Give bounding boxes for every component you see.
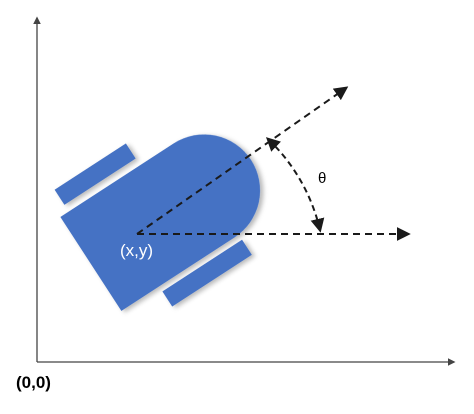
heading-arrow xyxy=(136,86,349,235)
right-wheel xyxy=(162,239,252,307)
origin-label: (0,0) xyxy=(16,373,51,392)
position-label: (x,y) xyxy=(120,241,153,260)
angle-label: θ xyxy=(318,170,326,187)
angle-arc xyxy=(265,137,325,233)
robot-body xyxy=(60,134,261,311)
left-wheel xyxy=(54,143,136,205)
robot xyxy=(54,134,261,311)
